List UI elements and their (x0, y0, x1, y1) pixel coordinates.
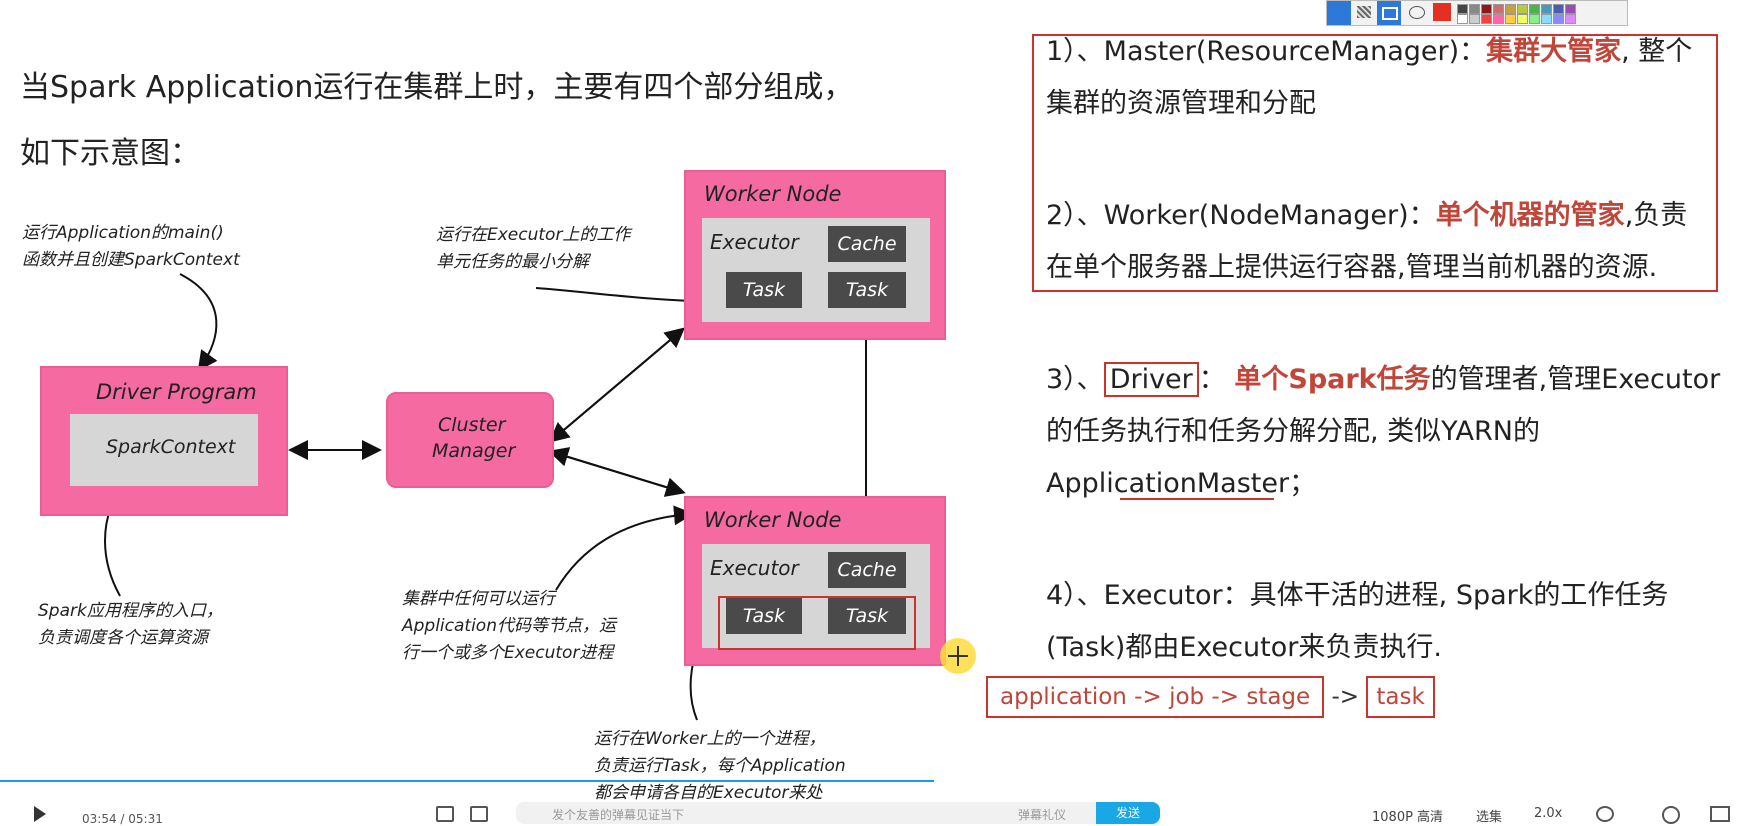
intro-line-2: 如下示意图： (20, 136, 200, 171)
fullscreen-icon[interactable] (1710, 806, 1730, 822)
progress-bar[interactable] (0, 780, 934, 782)
quality-button[interactable]: 1080P 高清 (1372, 810, 1444, 825)
player-controls: 03:54 / 05:31 发个友善的弹幕见证当下 弹幕礼仪 发送 1080P … (0, 800, 1754, 826)
color-red-swatch[interactable] (1433, 3, 1451, 21)
arrow-note-to-driver (179, 273, 218, 372)
executor-label: Executor (710, 230, 799, 254)
send-button[interactable]: 发送 (1096, 802, 1160, 824)
task-block: Task (726, 272, 802, 308)
speed-button[interactable]: 2.0x (1534, 806, 1563, 821)
danmaku-etiquette-link: 弹幕礼仪 (1018, 808, 1067, 822)
note-entry: Spark应用程序的入口，负责调度各个运算资源 (38, 601, 223, 648)
danmaku-settings-icon[interactable] (470, 806, 488, 822)
worker-title: Worker Node (704, 508, 842, 532)
task-block: Task (828, 272, 906, 308)
cache-block: Cache (828, 226, 906, 262)
ellipse-tool-icon[interactable] (1409, 6, 1425, 19)
spark-context-label: SparkContext (106, 436, 236, 458)
flow-task-box: task (1366, 676, 1435, 718)
flow-box: application -> job -> stage (986, 676, 1325, 718)
point-1: 1）、Master(ResourceManager)：集群大管家, 整个 集群的… (1046, 36, 1693, 119)
driver-title: Driver Program (96, 380, 257, 404)
task-highlight-box (718, 596, 916, 650)
applicationmaster-underline (1120, 498, 1274, 500)
spark-context-box: SparkContext (70, 414, 258, 486)
arrow-worker-note (555, 505, 694, 591)
settings-gear-icon[interactable] (1662, 806, 1680, 824)
rectangle-tool-icon[interactable] (1377, 1, 1401, 25)
master-worker-highlight-box (1032, 34, 1718, 292)
annotation-toolbar (1326, 0, 1628, 26)
cache-block: Cache (828, 552, 906, 588)
volume-icon[interactable] (1596, 806, 1614, 822)
executor-box: Executor Cache Task Task (702, 218, 930, 322)
episode-select-button[interactable]: 选集 (1476, 810, 1503, 825)
worker-title: Worker Node (704, 182, 842, 206)
point-2: 2）、Worker(NodeManager)：单个机器的管家,负责 在单个服务器… (1046, 200, 1688, 283)
note-main: 运行Application的main()函数并且创建SparkContext (22, 223, 240, 270)
pointer-tool-icon[interactable] (1327, 1, 1351, 25)
task-block: Task (828, 598, 906, 634)
cursor-highlight (940, 638, 976, 674)
intro-line-1: 当Spark Application运行在集群上时，主要有四个部分组成， (20, 70, 854, 105)
point-3: 3）、Driver： 单个Spark任务的管理者,管理Executor 的任务执… (1046, 362, 1721, 499)
driver-program-box: Driver Program SparkContext (40, 366, 288, 516)
driver-highlight: Driver (1103, 362, 1199, 397)
executor-label: Executor (710, 556, 799, 580)
note-task: 运行在Executor上的工作单元任务的最小分解 (436, 225, 631, 272)
mosaic-tool-icon[interactable] (1357, 6, 1371, 18)
time-display: 03:54 / 05:31 (82, 812, 163, 826)
point-4: 4）、Executor：具体干活的进程, Spark的工作任务 (Task)都由… (1046, 580, 1669, 663)
task-block: Task (726, 598, 802, 634)
danmaku-input[interactable]: 发个友善的弹幕见证当下 弹幕礼仪 (516, 802, 1096, 824)
cluster-manager-box: Cluster Manager (386, 392, 554, 488)
diagram-arrows (102, 273, 876, 721)
danmaku-toggle-icon[interactable] (436, 806, 454, 822)
flow-line: application -> job -> stage -> task (986, 676, 1435, 718)
play-icon[interactable] (34, 806, 46, 822)
worker-node-1: Worker Node Executor Cache Task Task (684, 170, 946, 340)
